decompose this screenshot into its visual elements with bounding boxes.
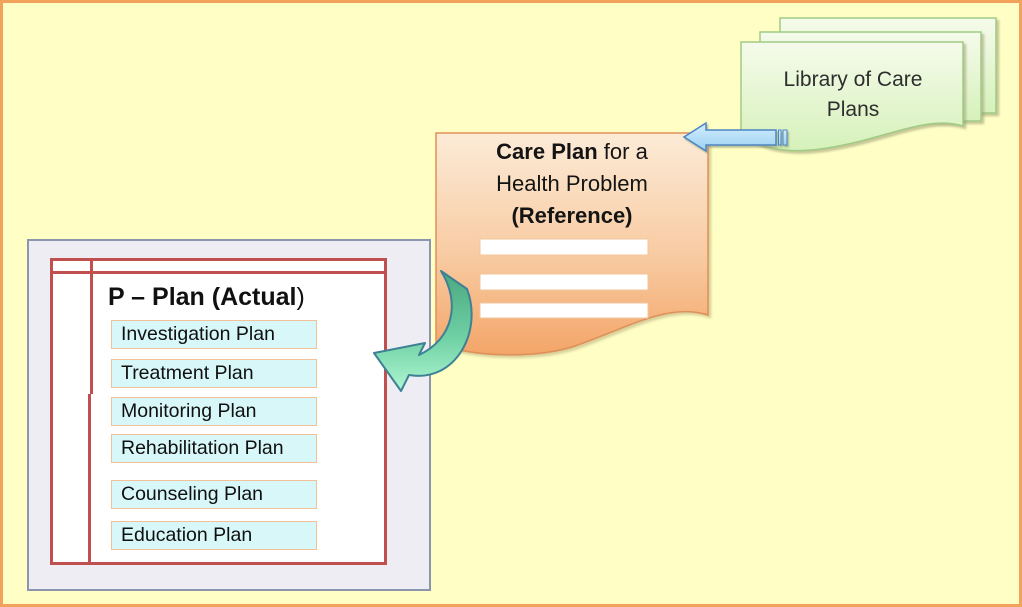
reference-doc-title: Care Plan for a Health Problem (Referenc… [437,136,707,232]
plan-table-header-row [53,261,384,274]
reference-doc-shape [435,132,709,356]
arrow-stripe-1 [778,129,782,146]
library-to-reference-arrow-icon [682,121,788,153]
plan-item-counseling: Counseling Plan [111,480,317,509]
placeholder-bar-1 [479,238,649,256]
plan-title-bold: P – Plan (Actual [108,283,297,311]
plan-title-close-paren: ) [296,283,305,311]
arrow-body [682,121,777,153]
plan-table-column-divider [90,261,93,394]
plan-table-column-divider-lower [88,394,91,562]
reference-doc-title-line1: Care Plan for a [437,136,707,168]
plan-panel: P – Plan (Actual) Investigation Plan Tre… [27,239,431,591]
library-stack-label: Library of Care Plans [783,68,923,121]
arrow-stripe-2 [782,129,788,146]
plan-item-education: Education Plan [111,521,317,550]
reference-doc-title-line2: Health Problem [496,171,648,196]
placeholder-bar-3 [479,302,649,319]
plan-item-monitoring: Monitoring Plan [111,397,317,426]
reference-doc-title-bold: Care Plan [496,139,598,164]
stack-sheet-front [740,41,964,152]
reference-doc-title-line3: (Reference) [511,203,633,228]
plan-table: P – Plan (Actual) Investigation Plan Tre… [50,258,387,565]
library-card-stack [740,17,997,152]
plan-item-investigation: Investigation Plan [111,320,317,349]
plan-title: P – Plan (Actual) [108,283,378,312]
reference-doc-title-tail: for a [597,139,648,164]
plan-item-treatment: Treatment Plan [111,359,317,388]
curved-arrow-body [373,270,473,392]
plan-item-rehabilitation: Rehabilitation Plan [111,434,317,463]
placeholder-bar-2 [479,273,649,291]
reference-to-plan-arrow-icon [373,270,473,392]
